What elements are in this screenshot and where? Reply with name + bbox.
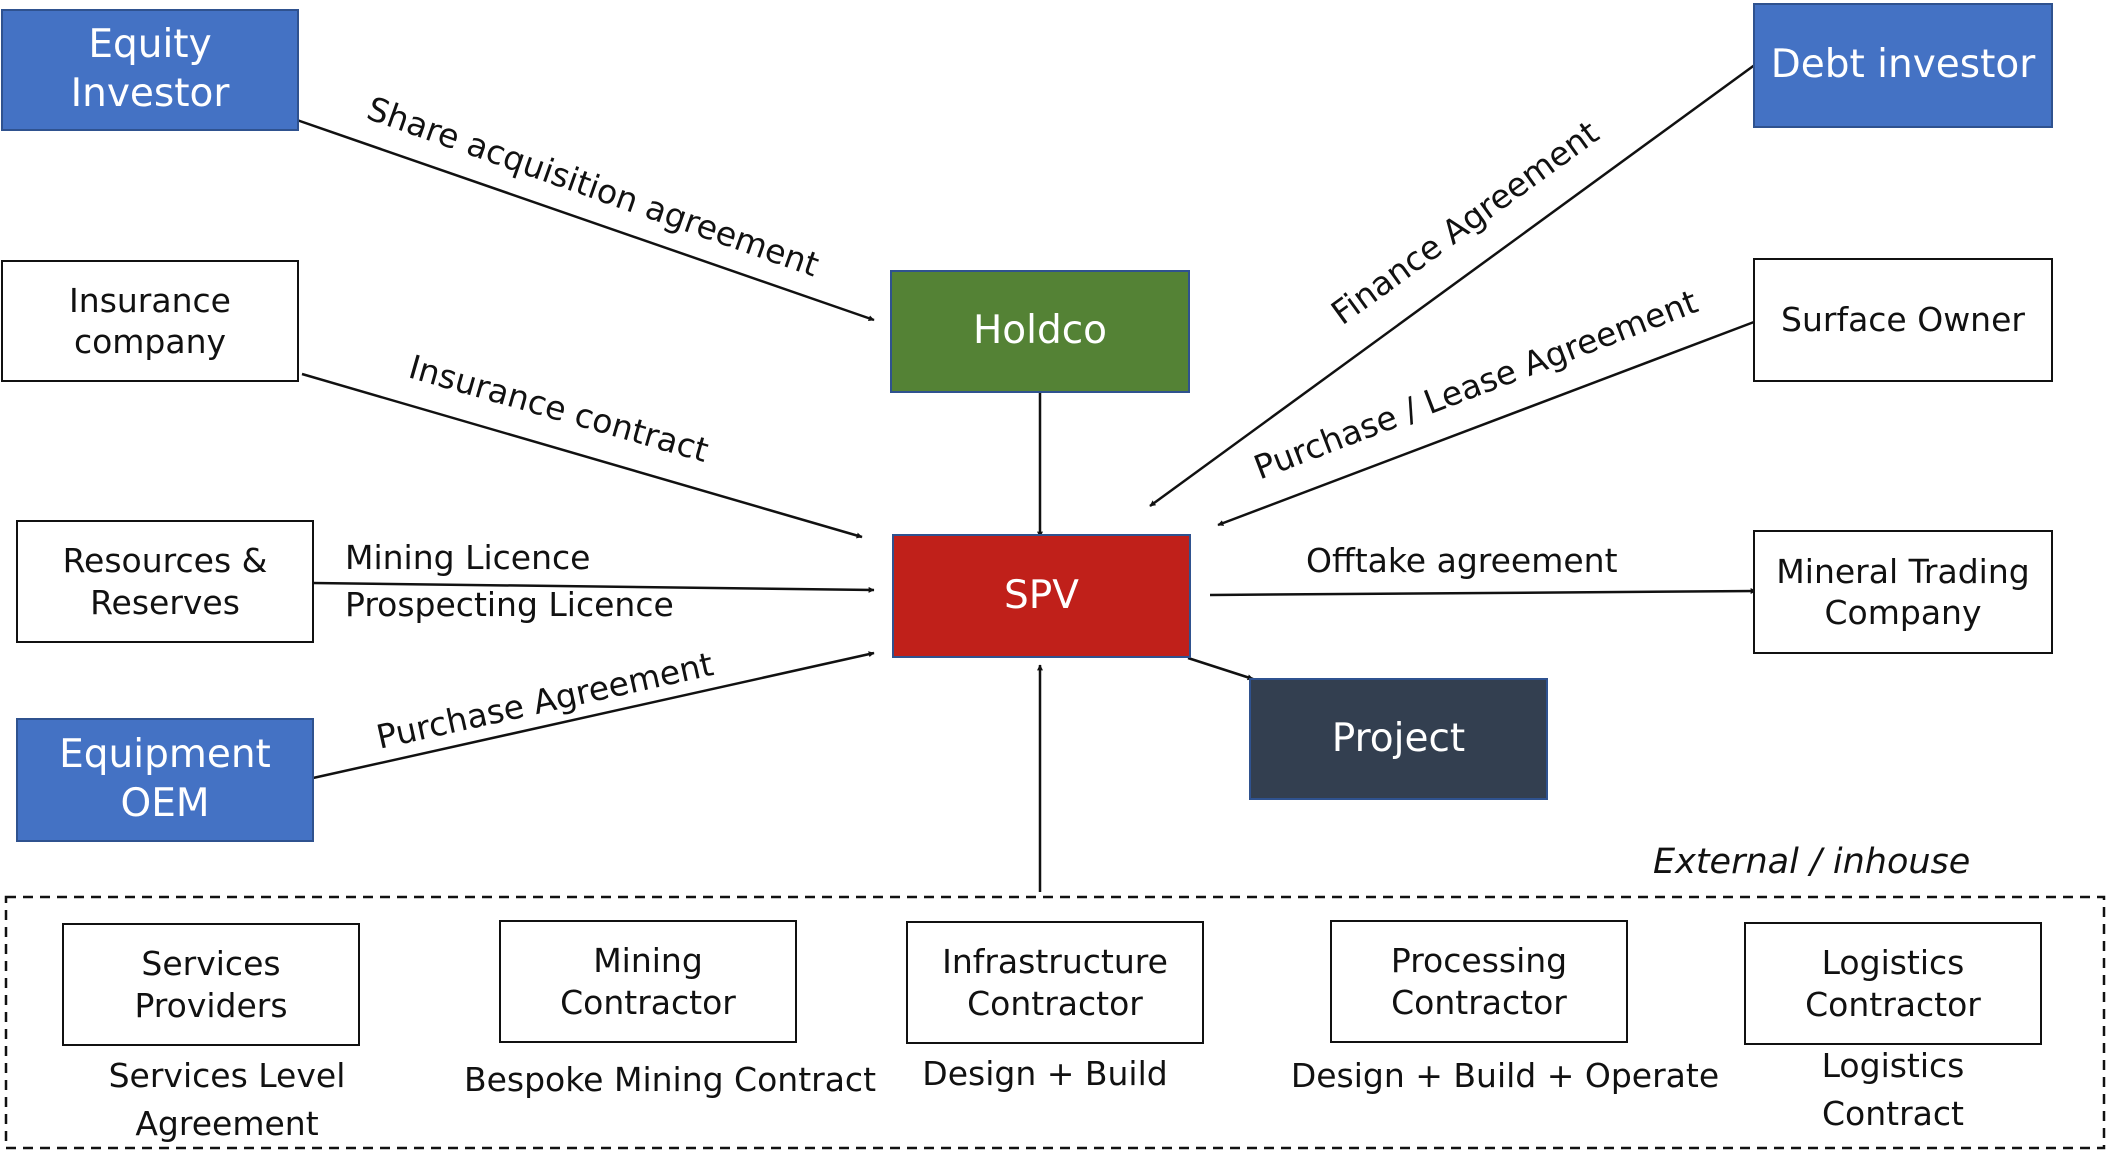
infrastructure-contractor-box: Infrastructure Contractor [906,921,1204,1044]
logistics-contractor-line-2: Contractor [1805,984,1981,1024]
logistics-contract-label: Logistics Contract [1744,1042,2042,1138]
debt-investor-label: Debt investor [1770,42,2036,88]
design-build-operate-label: Design + Build + Operate [1290,1052,1720,1100]
processing-contractor-box: Processing Contractor [1330,920,1628,1043]
mineral-trading-line-1: Mineral Trading [1776,551,2030,591]
external-inhouse-label: External / inhouse [1653,842,1971,882]
logistics-contractor-box: Logistics Contractor [1744,922,2042,1045]
equipment-oem-line-1: Equipment [59,732,271,778]
resources-reserves-line-2: Reserves [90,582,240,622]
holdco-label: Holdco [972,308,1108,354]
services-level-line-2: Agreement [135,1103,319,1143]
mineral-trading-line-2: Company [1824,593,1982,632]
equity-investor-line-2: Investor [70,71,230,116]
edge-purchase-lease [1217,320,1755,527]
spv-box: SPV [892,534,1191,658]
edge-finance [1149,62,1757,508]
debt-investor-box: Debt investor [1753,3,2053,128]
offtake-agreement-label: Offtake agreement [1306,541,1618,580]
edge-share-acquisition [293,117,875,322]
design-build-operate-line-1: Design + Build + Operate [1290,1056,1720,1095]
infrastructure-contractor-line-1: Infrastructure [942,942,1168,982]
processing-contractor-line-2: Contractor [1391,982,1567,1022]
equipment-oem-box: Equipment OEM [16,718,314,842]
edge-offtake [1209,588,1757,597]
edge-spv-project [1187,656,1254,681]
mining-licence-label: Mining Licence [345,538,591,577]
spv-label: SPV [1004,572,1079,618]
services-providers-box: Services Providers [62,923,360,1046]
processing-contractor-line-1: Processing [1390,941,1568,981]
project-box: Project [1249,678,1548,800]
services-level-line-1: Services Level [108,1056,346,1095]
logistics-contract-line-2: Contract [1822,1093,1964,1133]
logistics-contract-line-1: Logistics [1821,1046,1965,1085]
bespoke-mining-line-1: Bespoke Mining Contract [463,1060,877,1099]
surface-owner-box: Surface Owner [1753,258,2053,382]
design-build-label: Design + Build [880,1050,1210,1098]
insurance-company-line-2: company [73,322,227,361]
prospecting-licence-label: Prospecting Licence [345,585,674,624]
project-label: Project [1331,715,1466,761]
mineral-trading-box: Mineral Trading Company [1753,530,2053,654]
services-providers-line-2: Providers [134,985,288,1025]
surface-owner-label: Surface Owner [1781,300,2025,340]
resources-reserves-line-1: Resources & [62,541,268,581]
edge-licences [312,581,875,593]
holdco-box: Holdco [890,270,1190,393]
services-providers-line-1: Services [141,944,281,984]
edge-insurance-contract [301,372,863,539]
infrastructure-contractor-line-2: Contractor [967,983,1143,1023]
design-build-line-1: Design + Build [922,1054,1168,1093]
mining-contractor-box: Mining Contractor [499,920,797,1043]
insurance-company-line-1: Insurance [69,280,231,320]
equity-investor-box: Equity Investor [1,9,299,131]
equity-investor-line-1: Equity [88,22,212,68]
logistics-contractor-line-1: Logistics [1821,943,1965,983]
equipment-oem-line-2: OEM [120,781,210,826]
services-level-agreement-label: Services Level Agreement [62,1052,392,1148]
mining-contractor-line-2: Contractor [560,982,736,1022]
bespoke-mining-contract-label: Bespoke Mining Contract [440,1056,900,1104]
resources-reserves-box: Resources & Reserves [16,520,314,643]
insurance-company-box: Insurance company [1,260,299,382]
edge-purchase [312,651,875,780]
mining-contractor-line-1: Mining [593,941,703,981]
